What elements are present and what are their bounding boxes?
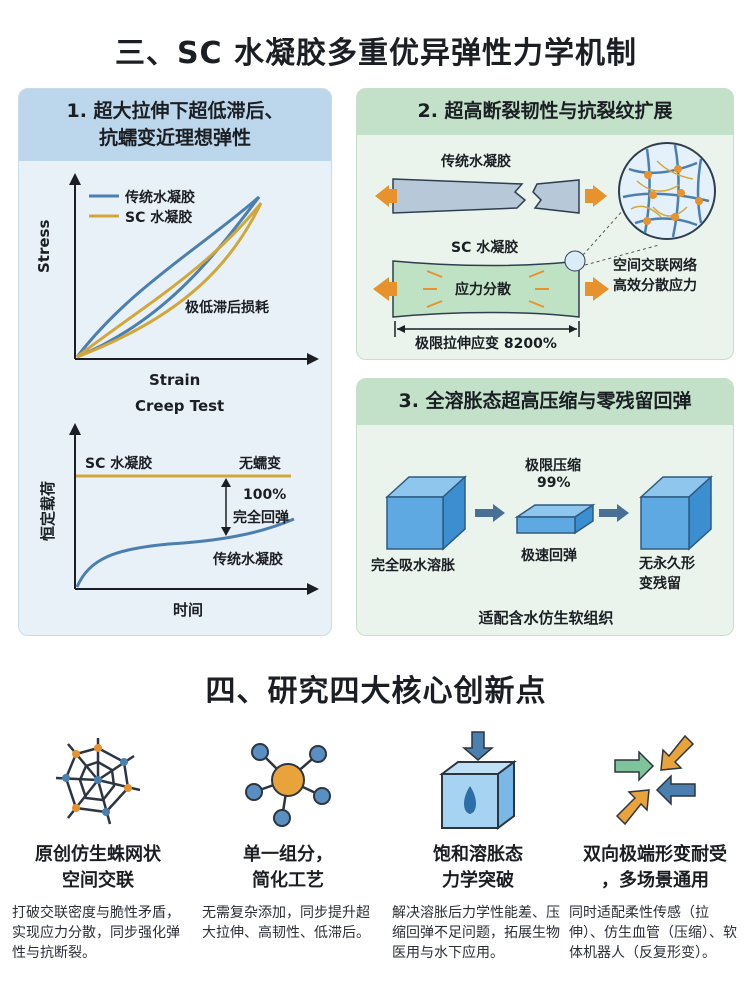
creep-y-arrow [69,423,81,435]
traditional-gel-right [532,179,580,214]
no-deform-line2: 变残留 [639,576,681,592]
legend-sc: SC 水凝胶 [125,210,193,226]
network-label-line2: 高效分散应力 [613,278,697,294]
no-deform-line1: 无永久形 [639,556,695,572]
stress-x-arrow [307,353,319,365]
innovation-card-spider-web: 原创仿生蛛网状 空间交联 打破交联密度与脆性矛盾，实现应力分散，同步强化弹性与抗… [8,720,188,995]
disperse-arrow-3 [528,270,545,278]
compress-value: 99% [537,475,571,491]
disperse-arrow-1 [426,270,443,278]
panel-elasticity: 1. 超大拉伸下超低滞后、 抗蠕变近理想弹性 Stress Strain 传统水… [18,88,332,636]
arrow-to-recovered [599,504,629,522]
water-cube-icon [439,731,517,830]
card2-title-line1: 单一组分， [243,844,333,865]
stress-disperse-label: 应力分散 [455,282,511,298]
creep-x-arrow [307,583,319,595]
arrow-to-compressed [475,504,505,522]
creep-sc-label: SC 水凝胶 [85,456,153,472]
panel3-footer: 适配含水仿生软组织 [357,607,733,628]
recovery-arrow-down [221,527,231,536]
card4-title-line1: 双向极端形变耐受 [583,844,727,865]
strain-arrow-right [569,325,577,333]
p2-traditional-label: 传统水凝胶 [441,154,511,170]
section4-title: 四、研究四大核心创新点 [205,674,547,709]
network-label-line1: 空间交联网络 [613,258,697,274]
spider-web-icon [55,738,141,825]
compressed-slab [514,503,596,535]
sc-loading-curve [76,202,263,359]
molecule-icon [245,743,331,827]
card3-desc: 解决溶胀后力学性能差、压缩回弹不足问题，拓展生物医用与水下应用。 [392,905,560,961]
p2-sc-label: SC 水凝胶 [451,240,519,256]
panel3-footer-text: 适配含水仿生软组织 [478,609,614,627]
recovered-cube [639,475,713,551]
bidirectional-arrows-icon [614,734,696,826]
panel-toughness: 2. 超高断裂韧性与抗裂纹扩展 [356,88,734,360]
panel1-heading-line1: 1. 超大拉伸下超低滞后、 [66,100,284,122]
panel3-heading: 3. 全溶胀态超高压缩与零残留回弹 [357,379,733,425]
creep-y-label: 恒定载荷 [39,480,57,541]
creep-title: Creep Test [135,397,225,415]
traditional-creep-curve [75,517,295,588]
stress-strain-chart [69,173,319,595]
panel-compression: 3. 全溶胀态超高压缩与零残留回弹 极限压缩 99% 完全吸水溶胀 极速回弹 无… [356,378,734,636]
compression-diagram [385,475,713,551]
section3-title: 三、SC 水凝胶多重优异弹性力学机制 [114,36,638,71]
traditional-arrow-left [375,185,397,207]
card4-title-line2: ，多场景通用 [601,870,709,891]
panel1-heading: 1. 超大拉伸下超低滞后、 抗蠕变近理想弹性 [19,89,331,161]
zoom-line-bottom [584,244,660,266]
panel2-heading: 2. 超高断裂韧性与抗裂纹扩展 [357,89,733,135]
sc-arrow-right [585,277,609,301]
panel1-heading-line2: 抗蠕变近理想弹性 [98,127,251,149]
stress-x-label: Strain [149,371,201,389]
toughness-diagram [373,142,716,337]
card1-title-line2: 空间交联 [62,870,134,891]
swollen-cube [385,475,467,551]
legend-traditional: 传统水凝胶 [125,190,195,206]
card1-desc: 打破交联密度与脆性矛盾，实现应力分散，同步强化弹性与抗断裂。 [12,905,180,961]
stress-y-label: Stress [35,219,53,273]
traditional-loading-curve [75,195,260,358]
traditional-gel-left [392,178,527,214]
creep-traditional-label: 传统水凝胶 [213,552,283,568]
recovery-value: 100% [243,487,287,503]
hysteresis-annotation: 极低滞后损耗 [185,300,269,316]
traditional-unloading-curve [76,196,261,359]
card4-title: 双向极端形变耐受 ，多场景通用 [565,842,745,894]
no-creep-label: 无蠕变 [239,456,281,472]
card4-desc: 同时适配柔性传感（拉伸）、仿生血管（压缩）、软体机器人（反复形变）。 [569,905,737,961]
card3-title: 饱和溶胀态 力学突破 [388,842,568,894]
card3-title-line1: 饱和溶胀态 [433,844,523,865]
swell-label: 完全吸水溶胀 [371,558,455,574]
disperse-arrow-4 [528,300,545,308]
innovation-card-swelling: 饱和溶胀态 力学突破 解决溶胀后力学性能差、压缩回弹不足问题，拓展生物医用与水下… [388,720,568,995]
creep-x-label: 时间 [173,601,204,619]
card2-desc: 无需复杂添加，同步提升超大拉伸、高韧性、低滞后。 [202,905,370,941]
recovery-arrow-up [221,478,231,487]
card1-title-line1: 原创仿生蛛网状 [35,844,161,865]
recovery-label: 完全回弹 [233,510,289,526]
stress-y-arrow [69,173,81,185]
innovation-card-bidirectional: 双向极端形变耐受 ，多场景通用 同时适配柔性传感（拉伸）、仿生血管（压缩）、软体… [565,720,745,995]
card1-title: 原创仿生蛛网状 空间交联 [8,842,188,894]
card3-title-line2: 力学突破 [442,870,514,891]
network-crosslinks [630,160,694,218]
network-nodes [643,165,703,225]
sc-arrow-left [373,277,397,301]
rebound-label: 极速回弹 [521,548,577,564]
card2-title: 单一组分， 简化工艺 [198,842,378,894]
compress-label: 极限压缩 [525,458,581,474]
sc-unloading-curve [76,202,263,359]
innovation-card-single-component: 单一组分， 简化工艺 无需复杂添加，同步提升超大拉伸、高韧性、低滞后。 [198,720,378,995]
strain-label: 极限拉伸应变 8200% [415,336,557,352]
traditional-arrow-right [585,185,607,207]
strain-arrow-left [397,325,405,333]
card2-title-line2: 简化工艺 [252,870,324,891]
network-spot [564,250,586,272]
disperse-arrow-2 [426,300,443,308]
